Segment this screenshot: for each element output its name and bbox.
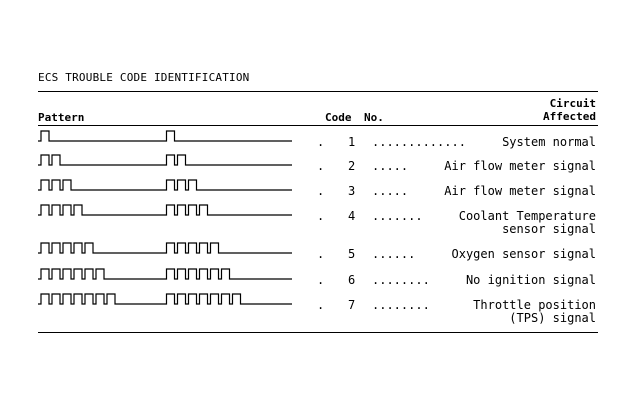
pulse-pattern-1 (38, 130, 292, 142)
pulse-pattern-4 (38, 204, 292, 216)
document-title: ECS TROUBLE CODE IDENTIFICATION (38, 71, 250, 84)
pulse-pattern-7 (38, 293, 292, 305)
code-number: 5 (348, 247, 356, 261)
header-rule (38, 125, 598, 126)
code-number: 2 (348, 159, 356, 173)
bottom-rule (38, 332, 598, 333)
code-number: 7 (348, 298, 356, 312)
circuit-affected: Air flow meter signal (444, 184, 596, 198)
row-dot: . (317, 247, 325, 261)
row-dot: . (317, 298, 325, 312)
header-no: No. (364, 111, 384, 124)
header-pattern: Pattern (38, 111, 85, 124)
dot-leader: ..... (372, 159, 409, 173)
row-dot: . (317, 159, 325, 173)
circuit-affected: Oxygen sensor signal (451, 247, 597, 261)
code-number: 3 (348, 184, 356, 198)
header-code: Code (325, 111, 352, 124)
row-dot: . (317, 184, 325, 198)
row-dot: . (317, 209, 325, 223)
pulse-pattern-2 (38, 154, 292, 166)
circuit-affected: No ignition signal (465, 273, 596, 287)
circuit-affected: Coolant Temperature (458, 209, 596, 223)
header-circuit: Circuit (549, 97, 596, 110)
circuit-affected: (TPS) signal (509, 311, 596, 325)
code-number: 6 (348, 273, 356, 287)
dot-leader: ............. (372, 135, 466, 149)
dot-leader: ..... (372, 184, 409, 198)
pulse-pattern-6 (38, 268, 292, 280)
dot-leader: ........ (372, 273, 430, 287)
row-dot: . (317, 135, 325, 149)
circuit-affected: sensor signal (502, 222, 596, 236)
dot-leader: ...... (372, 247, 416, 261)
pulse-pattern-5 (38, 242, 292, 254)
header-affected: Affected (543, 110, 596, 123)
code-number: 1 (348, 135, 356, 149)
circuit-affected: Throttle position (473, 298, 596, 312)
dot-leader: ....... (372, 209, 423, 223)
row-dot: . (317, 273, 325, 287)
circuit-affected: Air flow meter signal (444, 159, 596, 173)
circuit-affected: System normal (502, 135, 596, 149)
top-rule (38, 91, 598, 92)
dot-leader: ........ (372, 298, 430, 312)
pulse-pattern-3 (38, 179, 292, 191)
code-number: 4 (348, 209, 356, 223)
